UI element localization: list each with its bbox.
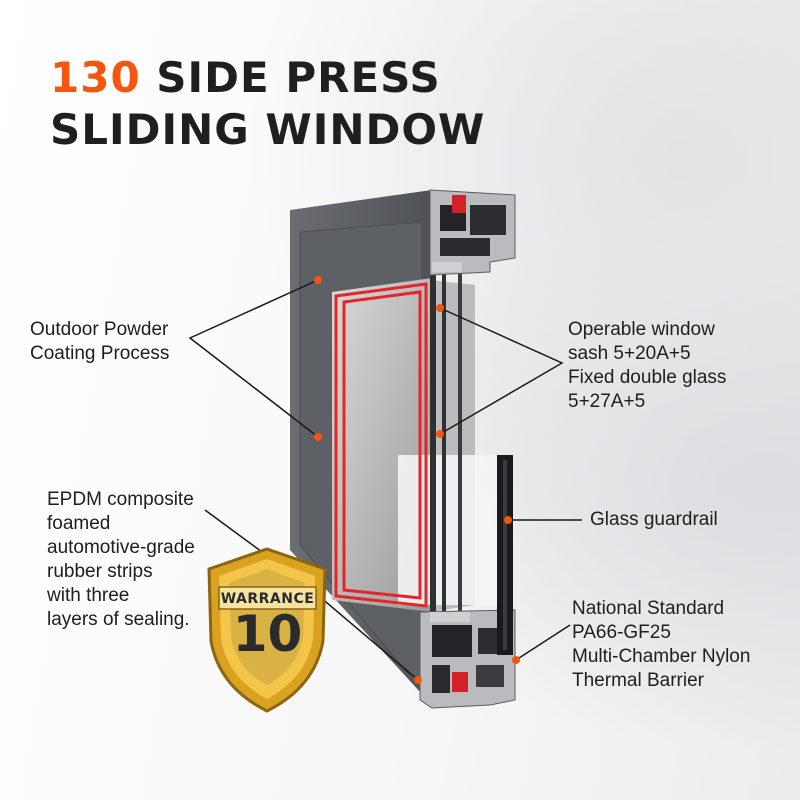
callout-guardrail: Glass guardrail <box>590 508 718 532</box>
callout-epdm-line: automotive-grade <box>47 537 195 558</box>
callout-glass: Operable window sash 5+20A+5 Fixed doubl… <box>568 318 726 414</box>
warranty-badge: WARRANCE 10 <box>205 545 330 715</box>
title-line1: SIDE PRESS <box>140 53 441 102</box>
sash-bars <box>430 270 462 615</box>
callout-coating: Outdoor Powder Coating Process <box>30 318 169 366</box>
callout-epdm-line: with three <box>47 585 130 606</box>
callout-thermal-line: Multi-Chamber Nylon <box>572 646 751 667</box>
red-seal-lines <box>334 282 428 608</box>
callout-thermal-line: Thermal Barrier <box>572 670 704 691</box>
callout-glass-line: Fixed double glass <box>568 367 727 388</box>
title-accent-number: 130 <box>50 53 141 102</box>
callout-thermal-line: PA66-GF25 <box>572 622 671 643</box>
callout-dots <box>314 276 520 684</box>
page-title: 130 SIDE PRESS SLIDING WINDOW <box>50 52 485 156</box>
warranty-number: 10 <box>232 605 303 663</box>
callout-epdm: EPDM composite foamed automotive-grade r… <box>47 488 195 632</box>
bottom-profile <box>419 609 516 709</box>
callout-epdm-line: rubber strips <box>47 561 153 582</box>
callout-glass-line: sash 5+20A+5 <box>568 343 691 364</box>
title-line2: SLIDING WINDOW <box>50 105 486 154</box>
callout-guardrail-line: Glass guardrail <box>590 509 718 530</box>
callout-epdm-line: foamed <box>47 513 111 534</box>
glass-pane <box>332 278 498 612</box>
warranty-label: WARRANCE <box>220 591 315 607</box>
callout-glass-line: 5+27A+5 <box>568 391 646 412</box>
callout-thermal: National Standard PA66-GF25 Multi-Chambe… <box>572 597 750 693</box>
glass-guardrail <box>497 455 513 655</box>
callout-epdm-line: EPDM composite <box>47 489 194 510</box>
callout-coating-line: Outdoor Powder <box>30 319 169 340</box>
callout-coating-line: Coating Process <box>30 343 170 364</box>
callout-epdm-line: layers of sealing. <box>47 609 190 630</box>
top-profile <box>429 189 516 276</box>
shield-badge-icon <box>207 547 327 713</box>
callout-glass-line: Operable window <box>568 319 715 340</box>
callout-thermal-line: National Standard <box>572 598 725 619</box>
